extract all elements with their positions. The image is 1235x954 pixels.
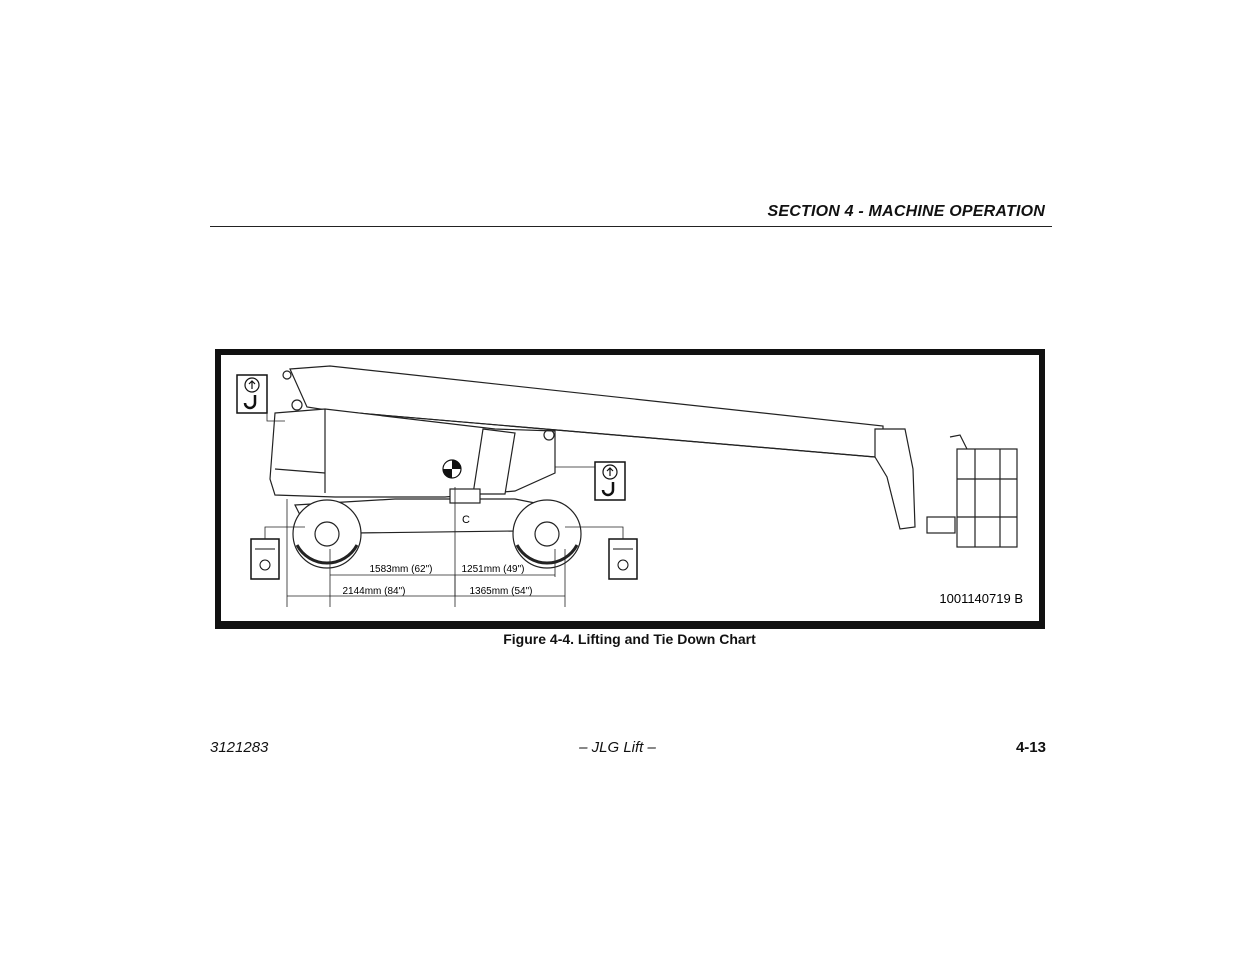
dimension-rear-lift: 1251mm (49") (461, 564, 524, 575)
centerline-symbol: C (462, 514, 470, 526)
page-number: 4-13 (1015, 739, 1046, 756)
header-rule (210, 226, 1052, 227)
section-title: SECTION 4 - MACHINE OPERATION (767, 203, 1045, 220)
figure-caption: Figure 4-4. Lifting and Tie Down Chart (503, 631, 756, 647)
part-number: 1001140719 B (939, 591, 1023, 606)
tie-down-icon (608, 538, 638, 580)
dimension-lines (286, 499, 566, 607)
dimension-rear-tie: 1365mm (54") (469, 586, 532, 597)
lifting-tie-down-figure: C 1583mm (62") 125 (215, 349, 1045, 629)
dimension-front-lift: 1583mm (62") (369, 564, 432, 575)
lift-hook-icon (236, 374, 268, 414)
footer-brand: – JLG Lift – (579, 739, 656, 756)
machine-drawing (269, 365, 1018, 569)
dimension-front-tie: 2144mm (84") (342, 586, 405, 597)
lift-hook-icon (594, 461, 626, 501)
tie-down-icon (250, 538, 280, 580)
center-of-gravity-icon (442, 459, 462, 479)
document-number: 3121283 (210, 739, 269, 756)
